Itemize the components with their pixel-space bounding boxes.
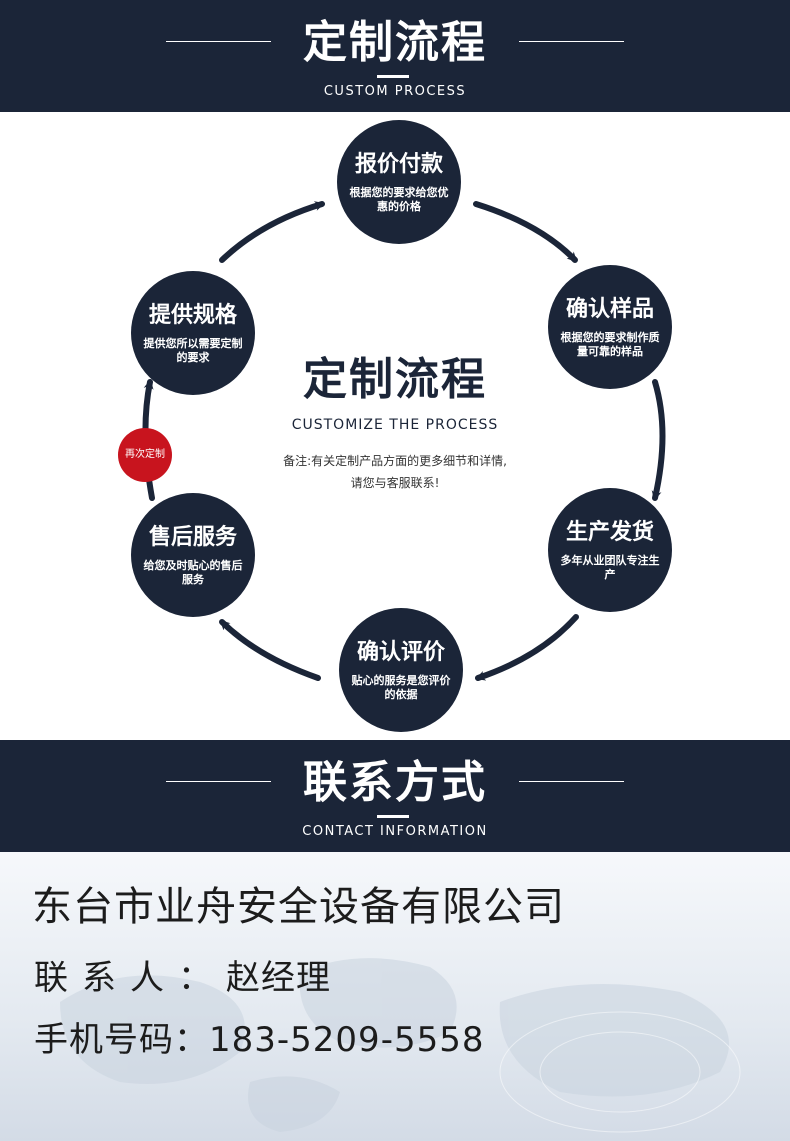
banner-left-rule bbox=[166, 41, 271, 42]
process-banner-title: 定制流程 bbox=[303, 17, 487, 68]
contact-phone-label: 手机号码： bbox=[34, 1020, 209, 1060]
contact-info: 东台市业舟安全设备有限公司 联系人：赵经理 手机号码：183-5209-5558 bbox=[0, 852, 790, 1141]
contact-person-value: 赵经理 bbox=[226, 958, 331, 998]
step-production-shipping: 生产发货 多年从业团队专注生产 bbox=[548, 488, 672, 612]
step-confirm-sample: 确认样品 根据您的要求制作质量可靠的样品 bbox=[548, 265, 672, 389]
contact-banner-title: 联系方式 bbox=[303, 757, 487, 808]
process-banner: 定制流程 CUSTOM PROCESS bbox=[0, 0, 790, 112]
step-title: 报价付款 bbox=[354, 152, 443, 177]
banner-dash bbox=[377, 75, 409, 78]
arrow-step1-to-step2 bbox=[473, 201, 578, 263]
center-note: 备注:有关定制产品方面的更多细节和详情, 请您与客服联系! bbox=[245, 450, 545, 494]
step-confirm-review: 确认评价 贴心的服务是您评价的依据 bbox=[339, 608, 463, 732]
arrow-step4-to-step5 bbox=[219, 619, 321, 681]
step-title: 确认评价 bbox=[356, 640, 445, 665]
contact-banner: 联系方式 CONTACT INFORMATION bbox=[0, 740, 790, 852]
reorder-badge: 再次定制 bbox=[118, 428, 172, 482]
step-desc: 多年从业团队专注生产 bbox=[560, 554, 660, 581]
process-banner-subtitle: CUSTOM PROCESS bbox=[323, 84, 467, 99]
step-title: 确认样品 bbox=[565, 297, 654, 322]
contact-person-label: 联系人： bbox=[34, 958, 226, 998]
contact-phone-value[interactable]: 183-5209-5558 bbox=[209, 1020, 485, 1060]
arrow-step2-to-step3 bbox=[651, 379, 666, 501]
banner-left-rule bbox=[166, 781, 271, 782]
contact-banner-subtitle: CONTACT INFORMATION bbox=[302, 824, 488, 839]
center-subtitle: CUSTOMIZE THE PROCESS bbox=[291, 417, 499, 433]
world-map-background bbox=[60, 958, 741, 1133]
center-title: 定制流程 bbox=[303, 354, 487, 405]
process-cycle: 报价付款 根据您的要求给您优惠的价格 确认样品 根据您的要求制作质量可靠的样品 … bbox=[0, 112, 790, 740]
contact-phone: 手机号码：183-5209-5558 bbox=[34, 1018, 485, 1062]
step-after-sales: 售后服务 给您及时贴心的售后服务 bbox=[131, 493, 255, 617]
step-title: 提供规格 bbox=[148, 303, 237, 328]
step-quote-payment: 报价付款 根据您的要求给您优惠的价格 bbox=[337, 120, 461, 244]
arrow-step3-to-step4 bbox=[475, 614, 579, 681]
step-title: 生产发货 bbox=[565, 520, 654, 545]
step-desc: 根据您的要求给您优惠的价格 bbox=[349, 186, 449, 213]
step-desc: 提供您所以需要定制的要求 bbox=[143, 337, 243, 364]
banner-right-rule bbox=[519, 41, 624, 42]
arrow-step6-to-step1 bbox=[219, 201, 325, 263]
step-desc: 根据您的要求制作质量可靠的样品 bbox=[560, 331, 660, 358]
banner-right-rule bbox=[519, 781, 624, 782]
note-line-2: 请您与客服联系! bbox=[350, 476, 440, 490]
step-title: 售后服务 bbox=[148, 525, 237, 550]
banner-dash bbox=[377, 815, 409, 818]
note-line-1: 备注:有关定制产品方面的更多细节和详情, bbox=[283, 454, 507, 468]
step-provide-specs: 提供规格 提供您所以需要定制的要求 bbox=[131, 271, 255, 395]
contact-person: 联系人：赵经理 bbox=[34, 956, 331, 1000]
step-desc: 给您及时贴心的售后服务 bbox=[143, 559, 243, 586]
step-desc: 贴心的服务是您评价的依据 bbox=[351, 674, 451, 701]
company-name: 东台市业舟安全设备有限公司 bbox=[32, 884, 565, 930]
